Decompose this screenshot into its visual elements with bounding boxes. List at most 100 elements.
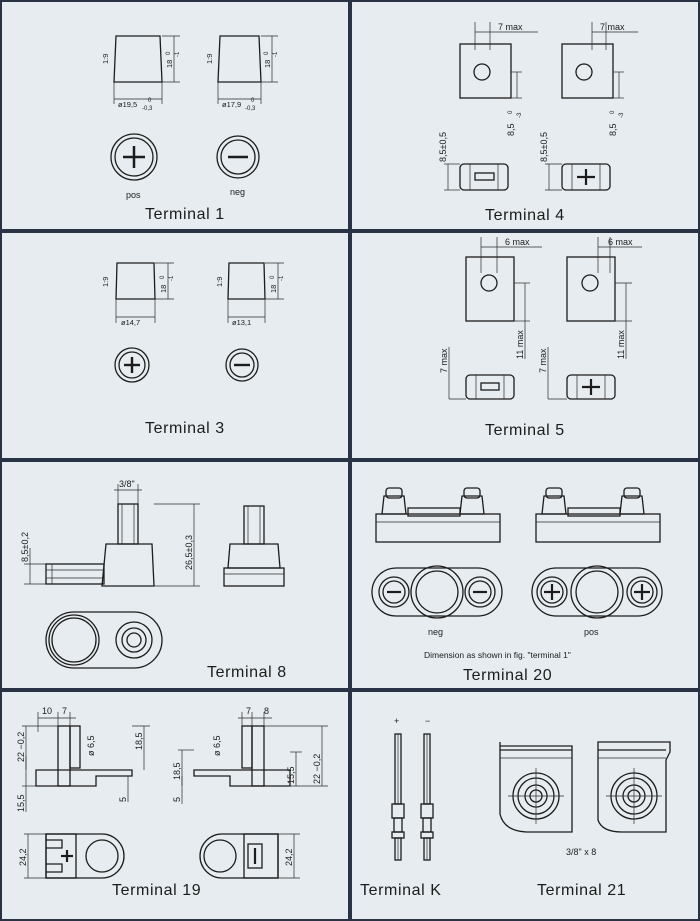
panel-terminal-3: 1:9 18 0 -1 ø14,7 1:9 18 0 -1 ø13,1: [2, 233, 348, 458]
panel-terminal-20: neg pos Dimension as shown in fig. "term…: [352, 462, 698, 688]
tk-caption: Terminal K: [360, 882, 442, 899]
panel-terminal-19: 10 7 ø 6,5 22 −0,2 15,5 18,5 5 7 8 ø 6,5: [2, 692, 348, 919]
tk-minus: −: [425, 716, 430, 726]
t3-dia-pos: ø14,7: [121, 318, 140, 327]
t19-caption: Terminal 19: [112, 882, 202, 899]
t1-tol-low-left: -0,3: [142, 106, 153, 112]
t4-width-right: 7 max: [600, 22, 625, 32]
t19-d4: 8: [264, 706, 269, 716]
terminal-4-drawing: 7 max 8,5 0 -3 8,5±0,5 7 max 8,5 0: [438, 22, 638, 191]
t19-h1-right: 18,5: [172, 762, 182, 780]
t8-thread: 3/8": [119, 479, 135, 489]
t20-neg-label: neg: [428, 627, 443, 637]
t8-total-height: 26,5±0,3: [184, 535, 194, 570]
t19-h4-right: 5: [172, 797, 182, 802]
t1-height-right: 18: [263, 60, 272, 68]
t4-thick-low-left: -3: [517, 112, 523, 118]
t4-thick-right: 8,5: [608, 123, 618, 136]
panel-terminal-k-21: + −: [352, 692, 698, 919]
t19-h2-right: 22 −0,2: [312, 754, 322, 784]
t1-caption: Terminal 1: [145, 206, 225, 223]
t3-dia-neg: ø13,1: [232, 318, 251, 327]
t19-d1: 10: [42, 706, 52, 716]
t1-pos-top-view: [110, 133, 158, 181]
t4-thick-up-right: 0: [610, 110, 616, 114]
terminal-19-drawing: 10 7 ø 6,5 22 −0,2 15,5 18,5 5 7 8 ø 6,5: [16, 706, 328, 879]
t1-height-up-right: 0: [264, 51, 270, 55]
t3-height-up-right: 0: [270, 275, 276, 279]
t19-h2-left: 22 −0,2: [16, 732, 26, 762]
t21-right-view: [597, 741, 671, 833]
t1-neg-label: neg: [230, 187, 245, 197]
t20-note: Dimension as shown in fig. "terminal 1": [424, 650, 571, 660]
t1-height-low-right: -1: [273, 51, 279, 57]
t21-caption: Terminal 21: [537, 882, 627, 899]
t19-dia-right: ø 6,5: [212, 735, 222, 756]
tk-pin-positive: [391, 733, 405, 861]
t19-d3: 7: [246, 706, 251, 716]
t1-dia-neg: ø17,9: [222, 100, 241, 109]
panel-terminal-8: 3/8" 26,5±0,3 8,5±0,2 Terminal 8: [2, 462, 348, 688]
t4-thick-left: 8,5: [506, 123, 516, 136]
terminal-8-drawing: 3/8" 26,5±0,3 8,5±0,2: [20, 479, 285, 669]
t3-height-up-left: 0: [160, 275, 166, 279]
t19-h4-left: 5: [118, 797, 128, 802]
t1-height-low-left: -1: [175, 51, 181, 57]
terminal-1-drawing: 1:9 18 0 -1 ø19,5 0 -0,3 1:9 18 0 -1 ø17…: [101, 35, 279, 200]
panel-terminal-5: 6 max 11 max 7 max 6 max 11 max: [352, 233, 698, 458]
t3-height-left: 18: [159, 285, 168, 293]
t3-pos-top-view: [114, 347, 150, 383]
t1-neg-top-view: [216, 135, 260, 179]
t4-width-left: 7 max: [498, 22, 523, 32]
t3-height-low-right: -1: [279, 275, 285, 281]
tk-plus: +: [394, 716, 399, 726]
t5-height-left: 11 max: [515, 330, 525, 359]
t4-thick-up-left: 0: [508, 110, 514, 114]
t19-h1-left: 18,5: [134, 732, 144, 750]
t1-height-left: 18: [165, 60, 174, 68]
tk-pin-negative: [420, 733, 434, 861]
t19-d2: 7: [62, 706, 67, 716]
terminal-20-drawing: neg pos Dimension as shown in fig. "term…: [371, 487, 663, 660]
t21-left-view: [499, 742, 573, 833]
t3-ratio-right: 1:9: [215, 277, 224, 287]
t3-ratio-left: 1:9: [101, 277, 110, 287]
t1-tol-low-right: -0,3: [245, 106, 256, 112]
t19-dia-left: ø 6,5: [86, 735, 96, 756]
t1-tol-up-left: 0: [148, 98, 152, 104]
t5-offset-right: 7 max: [538, 348, 548, 373]
t20-caption: Terminal 20: [463, 667, 553, 684]
t3-height-low-left: -1: [169, 275, 175, 281]
t5-caption: Terminal 5: [485, 422, 565, 439]
t3-neg-top-view: [225, 348, 259, 382]
t3-caption: Terminal 3: [145, 420, 225, 437]
panel-terminal-1: 1:9 18 0 -1 ø19,5 0 -0,3 1:9 18 0 -1 ø17…: [2, 2, 348, 229]
t4-offset-left: 8,5±0,5: [438, 132, 448, 162]
t5-height-right: 11 max: [616, 330, 626, 359]
t21-thread: 3/8" x 8: [566, 847, 596, 857]
t5-width-right: 6 max: [608, 237, 633, 247]
t1-tol-up-right: 0: [251, 98, 255, 104]
t19-w-right: 24,2: [284, 848, 294, 866]
t8-caption: Terminal 8: [207, 664, 287, 681]
t1-dia-pos: ø19,5: [118, 100, 137, 109]
t4-caption: Terminal 4: [485, 207, 565, 224]
t4-offset-right: 8,5±0,5: [539, 132, 549, 162]
t4-thick-low-right: -3: [619, 112, 625, 118]
t3-height-right: 18: [269, 285, 278, 293]
t8-base-height: 8,5±0,2: [20, 532, 30, 562]
t19-h3-right: 15,5: [286, 766, 296, 784]
t1-ratio-left: 1:9: [101, 54, 110, 64]
t5-offset-left: 7 max: [439, 348, 449, 373]
t20-pos-label: pos: [584, 627, 599, 637]
terminal-k-21-drawing: + −: [391, 716, 671, 861]
t1-height-up-left: 0: [166, 51, 172, 55]
t19-h3-left: 15,5: [16, 794, 26, 812]
t19-w-left: 24,2: [18, 848, 28, 866]
t1-pos-label: pos: [126, 190, 141, 200]
panel-terminal-4: 7 max 8,5 0 -3 8,5±0,5 7 max 8,5 0: [352, 2, 698, 229]
terminal-5-drawing: 6 max 11 max 7 max 6 max 11 max: [439, 237, 642, 400]
terminal-3-drawing: 1:9 18 0 -1 ø14,7 1:9 18 0 -1 ø13,1: [101, 262, 285, 383]
t5-width-left: 6 max: [505, 237, 530, 247]
